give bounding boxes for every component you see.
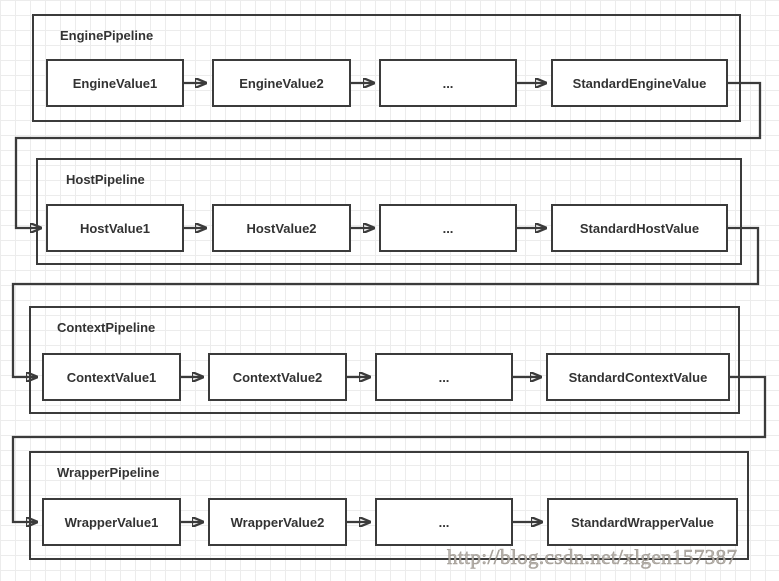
wrapper-value-1-box: WrapperValue1 <box>42 498 181 546</box>
host-pipeline-title: HostPipeline <box>66 172 145 187</box>
standard-wrapper-value-box: StandardWrapperValue <box>547 498 738 546</box>
engine-ellipsis-box: ... <box>379 59 517 107</box>
context-value-2-box: ContextValue2 <box>208 353 347 401</box>
watermark-url: http://blog.csdn.net/xlgen157387 <box>447 545 738 570</box>
standard-context-value-box: StandardContextValue <box>546 353 730 401</box>
engine-value-1-box: EngineValue1 <box>46 59 184 107</box>
host-value-1-box: HostValue1 <box>46 204 184 252</box>
host-value-2-box: HostValue2 <box>212 204 351 252</box>
wrapper-pipeline-title: WrapperPipeline <box>57 465 160 480</box>
context-pipeline-title: ContextPipeline <box>57 320 156 335</box>
context-value-1-box: ContextValue1 <box>42 353 181 401</box>
standard-host-value-box: StandardHostValue <box>551 204 728 252</box>
context-ellipsis-box: ... <box>375 353 513 401</box>
host-ellipsis-box: ... <box>379 204 517 252</box>
standard-engine-value-box: StandardEngineValue <box>551 59 728 107</box>
wrapper-ellipsis-box: ... <box>375 498 513 546</box>
engine-value-2-box: EngineValue2 <box>212 59 351 107</box>
wrapper-value-2-box: WrapperValue2 <box>208 498 347 546</box>
engine-pipeline-title: EnginePipeline <box>60 28 154 43</box>
